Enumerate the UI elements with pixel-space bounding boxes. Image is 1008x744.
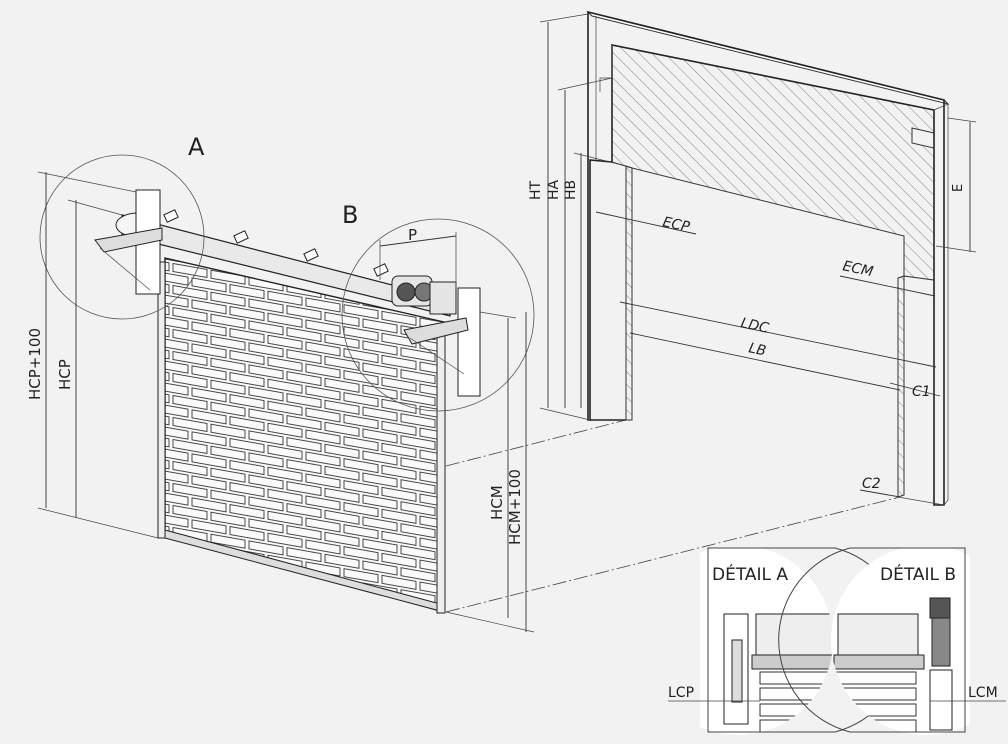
right-jamb-base: [897, 496, 945, 506]
lcm-label: LCM: [968, 685, 998, 701]
detail-a-marker: A: [188, 133, 205, 161]
wall-inner-edge: [595, 16, 949, 506]
hcm100-label: HCM+100: [506, 469, 524, 545]
c1-label: C1: [912, 384, 931, 400]
ecp-label: ECP: [661, 214, 691, 235]
ecm-label: ECM: [841, 258, 874, 280]
detail-circle-a: [39, 154, 205, 320]
detail-circle-b: [341, 218, 535, 412]
c2-label: C2: [862, 476, 881, 492]
lintel-hatch: [611, 44, 935, 281]
detail-a: DÉTAIL A LCP: [668, 547, 907, 735]
drum-clips: [163, 209, 389, 277]
lb-label: LB: [747, 340, 767, 359]
left-guide-rail: [157, 261, 166, 539]
motor-unit: [391, 275, 457, 315]
detail-a-title: DÉTAIL A: [712, 563, 788, 585]
left-brace: [99, 247, 151, 291]
right-bracket-plate: [457, 287, 481, 397]
shutter-dimensions: HCP+100 HCP P HCM HCM+100: [26, 171, 535, 633]
shutter-curtain: [164, 257, 445, 613]
ldc-label: LDC: [739, 315, 770, 337]
left-jamb: [625, 165, 633, 421]
right-guide-rail: [436, 324, 446, 614]
right-support-arm: [403, 317, 469, 345]
e-label: E: [951, 184, 966, 192]
detail-b-title: DÉTAIL B: [880, 563, 956, 585]
detail-b-marker: B: [342, 201, 358, 229]
hcp-label: HCP: [56, 359, 74, 390]
right-jamb: [897, 275, 905, 498]
ha-label: HA: [546, 179, 562, 200]
right-brace: [409, 337, 465, 375]
hcp100-label: HCP+100: [26, 328, 44, 400]
left-support-arm: [94, 227, 163, 253]
ht-label: HT: [528, 180, 544, 200]
projection-lines: [445, 419, 901, 613]
p-label: P: [408, 226, 417, 244]
lcp-label: LCP: [668, 685, 694, 701]
roller-shutter: [94, 189, 481, 614]
wall-dimensions: HT HA HB ECP ECM LDC LB C1 C2 E: [528, 13, 977, 498]
hcm-label: HCM: [488, 485, 506, 520]
wall-opening: [586, 10, 950, 506]
hb-label: HB: [563, 180, 579, 200]
